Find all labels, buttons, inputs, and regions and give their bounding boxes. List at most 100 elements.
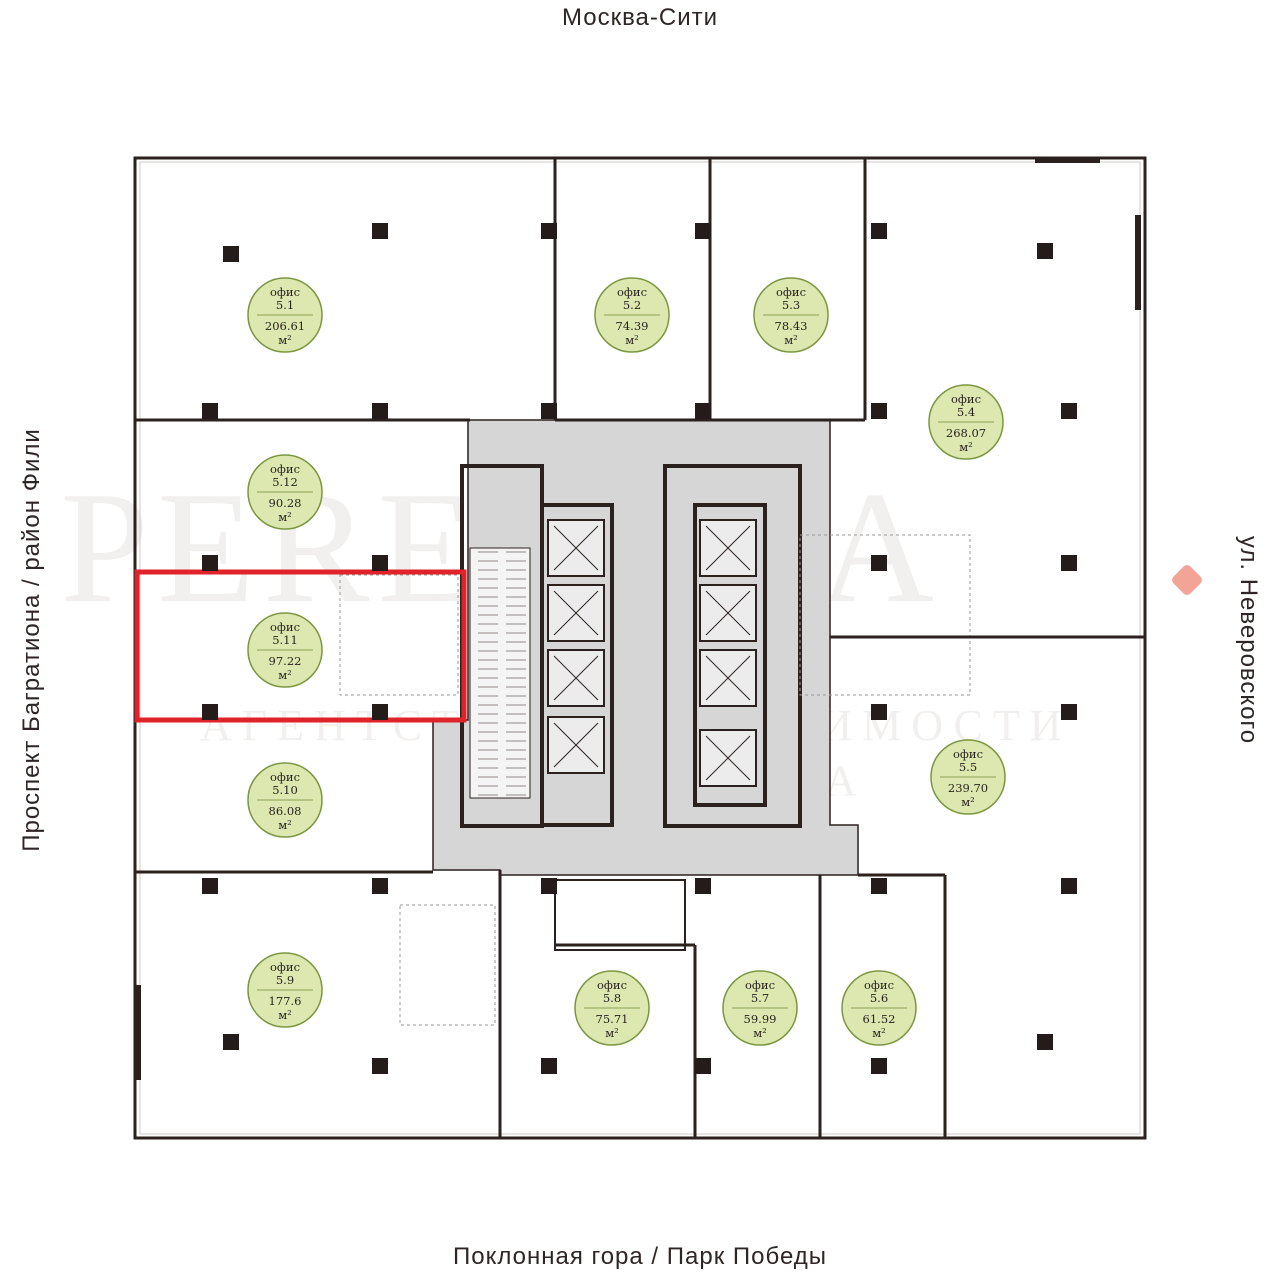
office-label: офис	[951, 392, 981, 406]
office-walls	[135, 158, 1145, 1138]
office-label: офис	[270, 620, 300, 634]
elevator-cabin	[547, 649, 605, 707]
structural-column	[1061, 403, 1077, 419]
office-number: 5.9	[276, 973, 294, 987]
elevator-cabin	[699, 649, 757, 707]
direction-east-label: ул. Неверовского	[1235, 535, 1262, 745]
office-label: офис	[745, 978, 775, 992]
structural-column	[1037, 243, 1053, 259]
structural-column	[1061, 878, 1077, 894]
office-number: 5.3	[782, 298, 800, 312]
office-area: 59.99	[744, 1012, 777, 1026]
office-area: 206.61	[265, 319, 305, 333]
structural-column	[372, 403, 388, 419]
office-area: 97.22	[269, 654, 302, 668]
structural-column	[871, 1058, 887, 1074]
structural-column	[871, 704, 887, 720]
structural-column	[541, 878, 557, 894]
structural-column	[695, 878, 711, 894]
structural-column	[372, 1058, 388, 1074]
structural-column	[695, 403, 711, 419]
office-unit: м²	[278, 510, 292, 524]
office-unit: м²	[278, 668, 292, 682]
direction-north-label: Москва-Сити	[561, 4, 719, 31]
office-area: 268.07	[946, 426, 986, 440]
office-number: 5.10	[272, 783, 298, 797]
office-label: офис	[864, 978, 894, 992]
structural-column	[202, 704, 218, 720]
structural-column	[871, 878, 887, 894]
office-area: 75.71	[596, 1012, 629, 1026]
office-label: офис	[597, 978, 627, 992]
office-unit: м²	[961, 795, 975, 809]
structural-column	[372, 704, 388, 720]
structural-column	[695, 1058, 711, 1074]
structural-column	[871, 223, 887, 239]
office-unit: м²	[278, 1008, 292, 1022]
office-area: 177.6	[269, 994, 302, 1008]
structural-column	[695, 223, 711, 239]
office-number: 5.7	[751, 991, 769, 1005]
office-number: 5.12	[272, 475, 298, 489]
structural-column	[871, 555, 887, 571]
direction-west-label: Проспект Багратиона / район Фили	[18, 428, 45, 852]
office-unit: м²	[959, 440, 973, 454]
elevator-cabin	[547, 519, 605, 577]
office-area: 78.43	[775, 319, 808, 333]
elevator-cabin	[699, 584, 757, 642]
structural-column	[1061, 704, 1077, 720]
office-unit: м²	[872, 1026, 886, 1040]
structural-column	[372, 223, 388, 239]
office-unit: м²	[784, 333, 798, 347]
office-label: офис	[953, 747, 983, 761]
office-number: 5.6	[870, 991, 888, 1005]
office-label: офис	[776, 285, 806, 299]
office-area: 74.39	[616, 319, 649, 333]
structural-column	[202, 403, 218, 419]
structural-column	[372, 555, 388, 571]
structural-column	[223, 1034, 239, 1050]
office-number: 5.2	[623, 298, 641, 312]
structural-column	[202, 555, 218, 571]
structural-column	[372, 878, 388, 894]
structural-column	[223, 246, 239, 262]
office-number: 5.11	[272, 633, 298, 647]
office-label: офис	[270, 462, 300, 476]
office-unit: м²	[278, 333, 292, 347]
office-unit: м²	[625, 333, 639, 347]
office-unit: м²	[605, 1026, 619, 1040]
office-unit: м²	[278, 818, 292, 832]
building-core	[432, 419, 859, 876]
office-area: 61.52	[863, 1012, 896, 1026]
office-label: офис	[270, 770, 300, 784]
office-label: офис	[270, 960, 300, 974]
elevator-cabin	[547, 584, 605, 642]
structural-column	[541, 1058, 557, 1074]
office-label: офис	[270, 285, 300, 299]
office-label: офис	[617, 285, 647, 299]
structural-column	[1061, 555, 1077, 571]
office-unit: м²	[753, 1026, 767, 1040]
outer-glazing-inner	[139, 161, 1141, 1135]
elevator-cabin	[547, 716, 605, 774]
elevator-cabin	[699, 729, 757, 787]
structural-column	[541, 223, 557, 239]
structural-column	[541, 403, 557, 419]
office-number: 5.4	[957, 405, 975, 419]
structural-columns	[202, 223, 1077, 1074]
office-number: 5.5	[959, 760, 977, 774]
restrooms	[339, 534, 971, 1026]
